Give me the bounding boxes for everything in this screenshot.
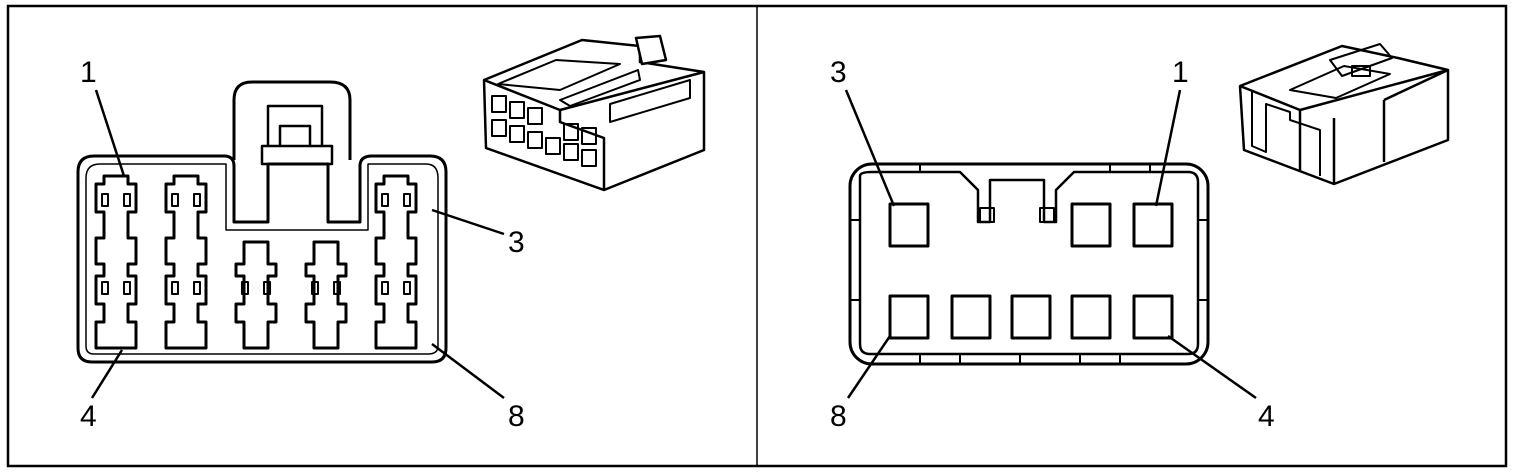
left-pin-label-4: 4	[80, 400, 97, 433]
male-pin-3	[888, 202, 930, 248]
connector-inner-outline	[85, 163, 439, 355]
left-pin-label-8: 8	[508, 400, 525, 433]
left-pin-label-1: 1	[80, 56, 97, 89]
male-pin-1	[1132, 202, 1174, 248]
terminal-cavity-3	[374, 174, 418, 350]
male-pin-2	[1070, 202, 1112, 248]
male-connector-isometric	[1238, 43, 1450, 186]
right-pin-label-1: 1	[1172, 56, 1189, 89]
female-connector-isometric	[482, 34, 706, 192]
right-pin-label-4: 4	[1258, 400, 1275, 433]
male-pin-7	[950, 294, 992, 340]
male-connector-panel	[844, 89, 1257, 400]
male-pin-5	[1070, 294, 1112, 340]
male-connector-body	[848, 162, 1210, 366]
right-pin-label-8: 8	[830, 400, 847, 433]
right-pin-label-3: 3	[830, 56, 847, 89]
male-pin-4	[1132, 294, 1174, 340]
terminal-cavity-short-2	[304, 240, 348, 350]
left-pin-label-3: 3	[508, 226, 525, 259]
female-connector-panel	[76, 80, 505, 399]
leader-lines-right	[844, 89, 1257, 400]
terminal-cavity-1	[94, 174, 138, 350]
latch-hood	[232, 80, 352, 160]
male-connector-inner	[858, 170, 1200, 356]
male-pin-8	[888, 294, 930, 340]
male-pin-6	[1010, 294, 1052, 340]
terminal-cavity-2	[164, 174, 208, 350]
terminal-cavity-short-1	[234, 240, 278, 350]
leader-lines-left	[90, 89, 505, 399]
connector-body	[76, 154, 448, 364]
